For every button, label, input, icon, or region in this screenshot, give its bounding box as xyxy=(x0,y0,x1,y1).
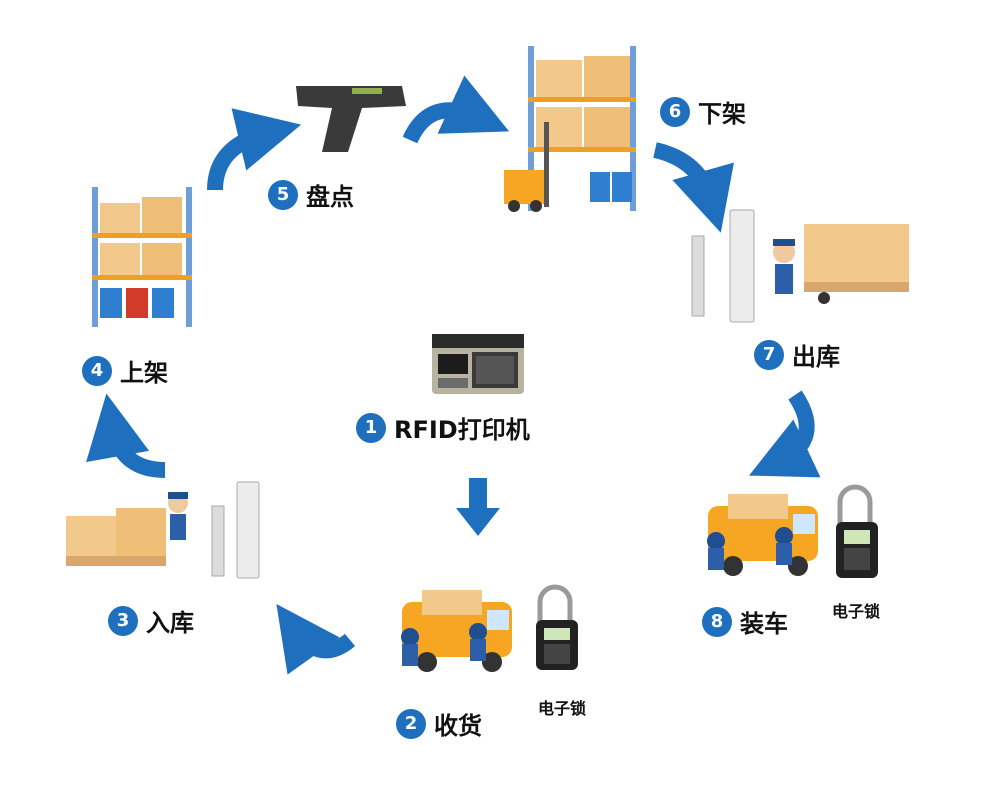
truck-icon xyxy=(401,590,512,672)
step-number-badge: 5 xyxy=(268,179,298,210)
inbound-pallet-gate-icon xyxy=(66,481,260,579)
step-label: 入库 xyxy=(146,609,194,637)
step-number-badge: 6 xyxy=(660,96,690,127)
arrow-printer-to-receive xyxy=(456,478,500,536)
step-number-badge: 3 xyxy=(108,605,138,636)
step-number-badge: 4 xyxy=(82,355,112,386)
arrow-shelve-to-inventory xyxy=(207,108,302,191)
step-1: 1 RFID打印机 xyxy=(356,410,530,445)
handheld-scanner-icon xyxy=(296,86,406,152)
lock-label: 电子锁 xyxy=(538,699,587,718)
arrow-outbound-to-load xyxy=(749,390,821,478)
warehouse-rack-icon xyxy=(92,187,192,327)
step-number-badge: 8 xyxy=(702,606,732,637)
rfid-printer-icon xyxy=(432,334,524,394)
loading-truck-icon xyxy=(707,494,818,576)
electronic-lock-icon xyxy=(536,584,578,670)
step-number-badge: 1 xyxy=(356,412,386,443)
arrow-pick-to-outbound xyxy=(653,142,734,233)
step-4: 4 上架 xyxy=(82,353,168,388)
rack-forklift-icon xyxy=(504,46,636,212)
outbound-gate-pallet-icon xyxy=(691,209,909,323)
arrow-receive-to-inbound xyxy=(276,603,356,675)
step-label: 收货 xyxy=(434,712,482,740)
step-label: RFID打印机 xyxy=(394,416,530,444)
arrow-inbound-to-shelve xyxy=(86,393,166,478)
step-7: 7 出库 xyxy=(754,337,840,372)
step-label: 上架 xyxy=(120,359,168,387)
step-5: 5 盘点 xyxy=(268,177,354,212)
arrow-inventory-to-pick xyxy=(402,75,510,144)
lock-label: 电子锁 xyxy=(832,602,881,621)
step-number-badge: 2 xyxy=(396,708,426,739)
step-6: 6 下架 xyxy=(660,94,746,129)
step-8: 8 装车 xyxy=(702,604,788,639)
step-label: 出库 xyxy=(792,343,840,371)
step-3: 3 入库 xyxy=(108,603,194,638)
electronic-lock-icon xyxy=(836,484,878,578)
step-label: 盘点 xyxy=(306,183,354,211)
step-label: 下架 xyxy=(698,100,746,128)
step-2: 2 收货 xyxy=(396,706,482,741)
step-number-badge: 7 xyxy=(754,339,784,370)
step-label: 装车 xyxy=(740,610,788,638)
